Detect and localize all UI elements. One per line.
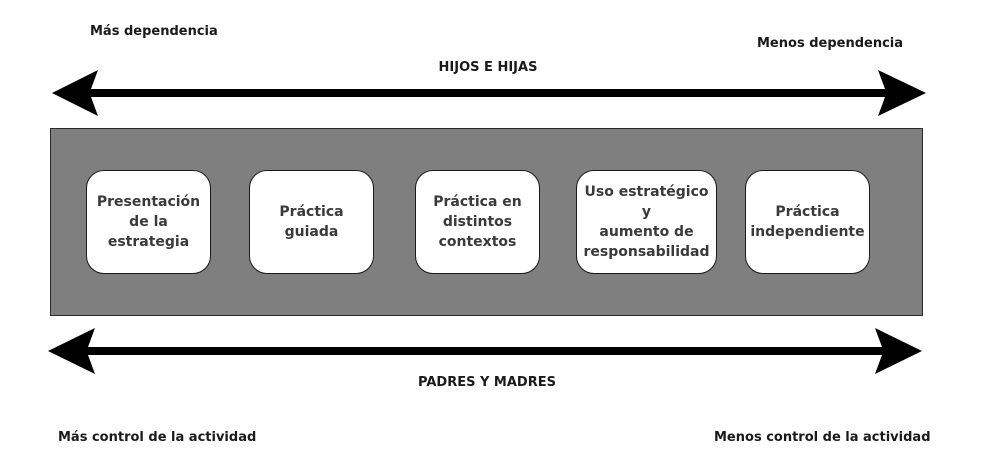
stage-label-presentation: Presentación de la estrategia xyxy=(96,194,201,250)
dependence-double-arrow xyxy=(52,70,926,116)
less-control-label: Menos control de la actividad xyxy=(714,430,931,445)
more-control-label: Más control de la actividad xyxy=(58,430,257,445)
stage-card-strategic-use: Uso estratégico y aumento de responsabil… xyxy=(576,170,717,274)
stage-card-guided-practice: Práctica guiada xyxy=(249,170,374,274)
bottom-arrow-shape xyxy=(48,328,922,374)
stage-label-guided-practice: Práctica guiada xyxy=(279,204,344,240)
control-double-arrow xyxy=(48,328,922,374)
less-dependence-label: Menos dependencia xyxy=(757,36,904,51)
top-arrow-shape xyxy=(52,70,926,116)
stage-label-independent-practice: Práctica independiente xyxy=(750,204,865,240)
stage-label-strategic-use: Uso estratégico y aumento de responsabil… xyxy=(583,184,710,260)
stage-card-independent-practice: Práctica independiente xyxy=(745,170,870,274)
stage-card-contexts-practice: Práctica en distintos contextos xyxy=(415,170,540,274)
children-label: HIJOS E HIJAS xyxy=(438,60,538,75)
more-dependence-label: Más dependencia xyxy=(90,24,218,39)
stage-label-contexts-practice: Práctica en distintos contextos xyxy=(433,194,522,250)
stage-card-presentation: Presentación de la estrategia xyxy=(86,170,211,274)
parents-label: PADRES Y MADRES xyxy=(418,375,556,390)
